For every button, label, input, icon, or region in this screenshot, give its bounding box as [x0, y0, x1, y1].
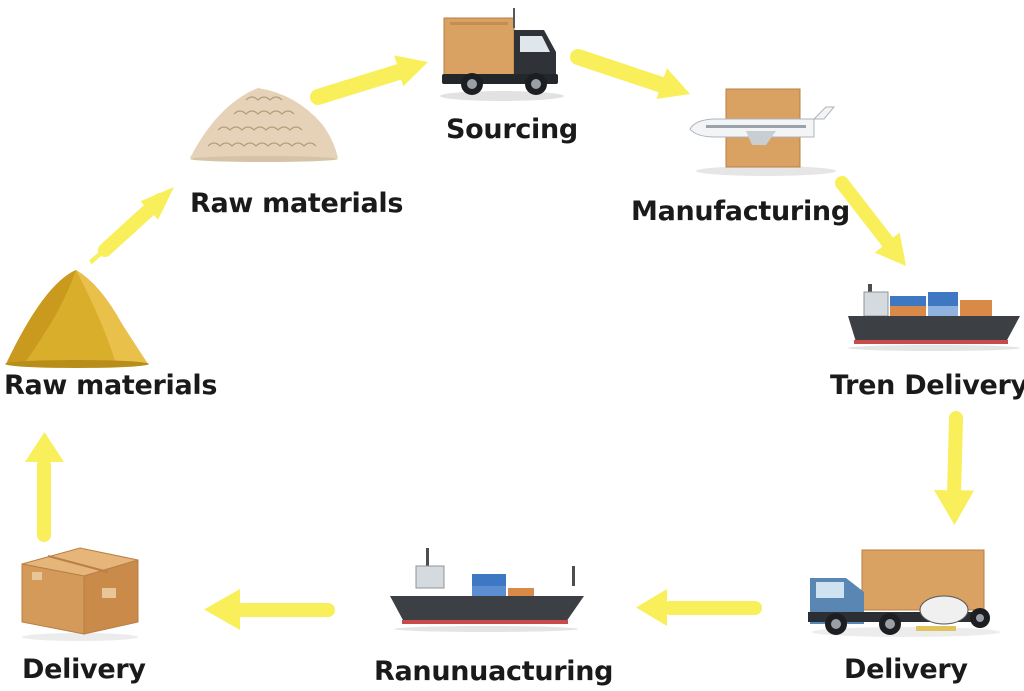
- stage-label-delivery-right: Delivery: [844, 654, 968, 685]
- stage-label-delivery-left: Delivery: [22, 654, 146, 685]
- stage-label-manufacturing: Manufacturing: [631, 196, 850, 227]
- gravel-pile-icon: [188, 80, 340, 164]
- stage-label-ranunuacturing: Ranunuacturing: [374, 656, 614, 687]
- cargo-plane-icon: [686, 85, 836, 177]
- stage-label-tren-delivery: Tren Delivery: [830, 370, 1024, 401]
- sand-pile-icon: [4, 264, 150, 368]
- container-ship-icon: [842, 278, 1024, 352]
- stage-label-sourcing: Sourcing: [446, 114, 578, 145]
- box-truck-icon: [436, 8, 566, 102]
- delivery-truck-icon: [806, 548, 1002, 638]
- stage-label-raw-materials-left: Raw materials: [4, 370, 218, 401]
- cargo-ship-icon: [386, 548, 586, 634]
- stage-label-raw-materials-top: Raw materials: [190, 188, 404, 219]
- cardboard-box-icon: [18, 542, 142, 642]
